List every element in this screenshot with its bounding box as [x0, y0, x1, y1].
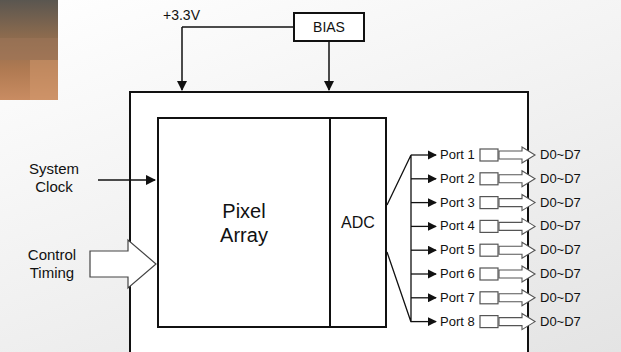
data-bus-arrow [499, 147, 535, 163]
node-label: ADC [341, 213, 375, 232]
port-art [411, 147, 535, 330]
port-output [411, 290, 535, 306]
pin-name: D0~D7 [540, 195, 600, 211]
port-pin [480, 149, 498, 161]
pin-name: D0~D7 [540, 314, 600, 330]
pin-name: D0~D7 [540, 171, 600, 187]
pin-name: D0~D7 [540, 218, 600, 234]
supply-voltage: +3.3V [163, 7, 223, 24]
port-pin [480, 292, 498, 304]
bias-arrow [328, 42, 330, 90]
pin-name: D0~D7 [540, 242, 600, 258]
port-pin [480, 244, 498, 256]
port-pin [480, 220, 498, 232]
pixel-array-box: Pixel Array [157, 117, 331, 328]
port-name: Port 8 [440, 314, 480, 330]
signal-name: Control Timing [16, 246, 88, 282]
data-bus-arrow [499, 171, 535, 187]
port-arrow [411, 321, 436, 322]
port-output [411, 314, 535, 330]
port-output [411, 218, 535, 234]
port-name: Port 7 [440, 290, 480, 306]
pin-name: D0~D7 [540, 290, 600, 306]
port-name: Port 2 [440, 171, 480, 187]
data-bus-arrow [499, 195, 535, 211]
data-bus-arrow [499, 242, 535, 258]
port-output [411, 242, 535, 258]
port-output [411, 147, 535, 163]
port-arrow [411, 202, 436, 203]
port-name: Port 5 [440, 242, 480, 258]
port-arrow [411, 250, 436, 251]
port-pin [480, 316, 498, 328]
port-output [411, 266, 535, 282]
signal-name: System Clock [18, 160, 90, 196]
adc-box: ADC [329, 117, 387, 328]
port-name: Port 3 [440, 195, 480, 211]
chip-outline [130, 92, 528, 352]
node-label: Pixel Array [204, 199, 284, 247]
power-wire [182, 26, 293, 28]
port-arrow [411, 178, 436, 179]
port-name: Port 6 [440, 266, 480, 282]
clock-arrow [98, 179, 155, 181]
data-bus-arrow [499, 290, 535, 306]
pin-name: D0~D7 [540, 266, 600, 282]
port-arrow [411, 297, 436, 298]
port-arrow [411, 226, 436, 227]
data-bus-arrow [499, 218, 535, 234]
port-arrow [411, 273, 436, 274]
data-bus-arrow [499, 314, 535, 330]
pin-name: D0~D7 [540, 147, 600, 163]
power-arrow [181, 27, 183, 90]
bias-box: BIAS [293, 12, 365, 42]
adc-fanout [387, 155, 411, 322]
port-pin [480, 268, 498, 280]
control-bus-arrow [90, 240, 156, 288]
port-arrow [411, 154, 436, 155]
port-name: Port 1 [440, 147, 480, 163]
port-pin [480, 173, 498, 185]
port-name: Port 4 [440, 218, 480, 234]
node-label: BIAS [313, 19, 345, 36]
photo-fragment [0, 0, 58, 100]
data-bus-arrow [499, 266, 535, 282]
port-output [411, 195, 535, 211]
port-output [411, 171, 535, 187]
port-pin [480, 197, 498, 209]
